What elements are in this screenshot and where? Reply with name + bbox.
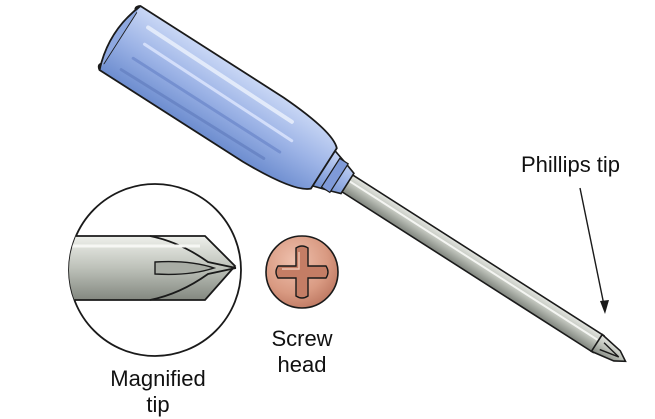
phillips-tip-text: Phillips tip xyxy=(521,152,620,177)
screw-head-label: Screw head xyxy=(252,326,352,378)
magnified-tip-line1: Magnified xyxy=(82,366,234,392)
phillips-tip-label: Phillips tip xyxy=(521,152,620,178)
phillips-screw-head-icon xyxy=(266,236,338,308)
magnified-tip-line2: tip xyxy=(82,392,234,418)
phillips-tip-pointer xyxy=(580,188,609,314)
magnified-tip-label: Magnified tip xyxy=(82,366,234,418)
magnified-tip-inset xyxy=(60,184,241,356)
screw-head-line1: Screw xyxy=(252,326,352,352)
screwdriver-handle xyxy=(94,2,345,200)
screw-head-line2: head xyxy=(252,352,352,378)
screwdriver-shaft xyxy=(340,174,604,352)
